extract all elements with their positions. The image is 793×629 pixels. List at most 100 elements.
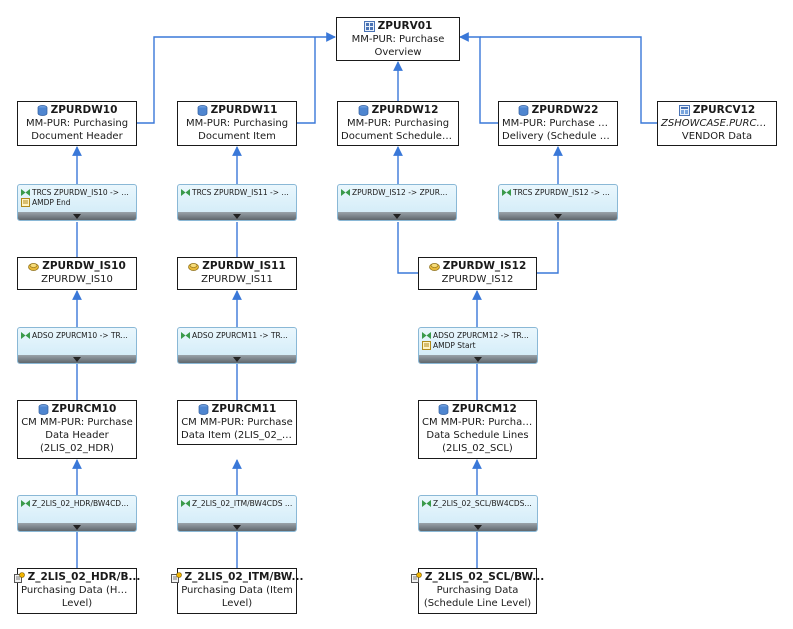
node-desc: Delivery (Schedule Lines) — [502, 131, 617, 142]
transformation-cm10-to-is10[interactable]: ADSO ZPURCM10 -> TRCS ZP... — [17, 327, 137, 364]
transformation-icon — [21, 331, 30, 340]
node-desc: MM-PUR: Purchasing — [25, 118, 129, 129]
node-desc: MM-PUR: Purchase Order — [502, 118, 617, 129]
database-icon — [518, 105, 529, 116]
node-title: ZPURDW11 — [210, 104, 278, 116]
transformation-is12-to-dw22[interactable]: TRCS ZPURDW_IS12 -> ADSO... — [498, 184, 618, 221]
transformation-itm-to-cm11[interactable]: Z_2LIS_02_ITM/BW4CDS -> Z... — [177, 495, 297, 532]
transformation-label: Z_2LIS_02_HDR/BW4CDS -> Z... — [32, 499, 133, 508]
node-desc: CM MM-PUR: Purchase — [21, 417, 133, 428]
node-zpurcm11[interactable]: ZPURCM11 CM MM-PUR: Purchase Data Item (… — [177, 400, 297, 445]
node-zpurcm10[interactable]: ZPURCM10 CM MM-PUR: Purchase Data Header… — [17, 400, 137, 459]
node-zpurdw-is12[interactable]: ZPURDW_IS12 ZPURDW_IS12 — [418, 257, 537, 290]
transformation-hdr-to-cm10[interactable]: Z_2LIS_02_HDR/BW4CDS -> Z... — [17, 495, 137, 532]
chevron-down-icon — [73, 525, 81, 530]
transformation-label: TRCS ZPURDW_IS12 -> ADSO... — [513, 188, 614, 197]
chevron-down-icon — [474, 357, 482, 362]
transformation-is10-to-dw10[interactable]: TRCS ZPURDW_IS10 -> ADSO... AMDP End — [17, 184, 137, 221]
expand-bar[interactable] — [419, 355, 537, 363]
node-title: ZPURV01 — [377, 20, 433, 32]
expand-bar[interactable] — [419, 523, 537, 531]
node-title: ZPURDW10 — [50, 104, 118, 116]
node-title: ZPURCM10 — [51, 403, 117, 415]
transformation-label: TRCS ZPURDW_IS10 -> ADSO... — [32, 188, 133, 197]
node-source-scl[interactable]: Z_2LIS_02_SCL/BW... Purchasing Data (Sch… — [410, 568, 544, 614]
node-desc: Purchasing Data (Header — [21, 585, 136, 596]
database-icon — [358, 105, 369, 116]
node-desc: ZPURDW_IS12 — [441, 274, 514, 285]
transformation-is11-to-dw11[interactable]: TRCS ZPURDW_IS11 -> ADSO... — [177, 184, 297, 221]
node-title: Z_2LIS_02_SCL/BW... — [424, 571, 545, 583]
node-title: ZPURDW12 — [371, 104, 439, 116]
node-title: ZPURCM12 — [452, 403, 517, 415]
transformation-sub: AMDP Start — [433, 341, 476, 350]
node-title: ZPURCV12 — [692, 104, 756, 116]
node-zpurdw-is11[interactable]: ZPURDW_IS11 ZPURDW_IS11 — [177, 257, 297, 290]
node-zpurdw22[interactable]: ZPURDW22 MM-PUR: Purchase Order Delivery… — [498, 101, 618, 146]
node-zpurdw12[interactable]: ZPURDW12 MM-PUR: Purchasing Document Sch… — [337, 101, 459, 146]
expand-bar[interactable] — [499, 212, 617, 220]
node-desc: (Schedule Line Level) — [423, 598, 532, 609]
transformation-cm12-to-is12[interactable]: ADSO ZPURCM12 -> TRCS ZP... AMDP Start — [418, 327, 538, 364]
node-desc: ZPURDW_IS10 — [41, 274, 113, 285]
transformation-label: Z_2LIS_02_ITM/BW4CDS -> Z... — [192, 499, 293, 508]
node-zpurdw10[interactable]: ZPURDW10 MM-PUR: Purchasing Document Hea… — [17, 101, 137, 146]
node-source-hdr[interactable]: Z_2LIS_02_HDR/B... Purchasing Data (Head… — [13, 568, 140, 614]
node-desc: Purchasing Data (Item — [181, 585, 293, 596]
node-desc: Purchasing Data — [436, 585, 519, 596]
node-title: ZPURDW_IS11 — [202, 260, 286, 272]
node-desc: Document Item — [198, 131, 276, 142]
node-zpurdw-is10[interactable]: ZPURDW_IS10 ZPURDW_IS10 — [17, 257, 137, 290]
edge-is12-to-t22 — [536, 222, 559, 274]
transformation-label: TRCS ZPURDW_IS11 -> ADSO... — [192, 188, 293, 197]
database-icon — [38, 404, 49, 415]
expand-bar[interactable] — [18, 212, 136, 220]
node-desc: Data Schedule Lines — [426, 430, 529, 441]
node-title: ZPURDW22 — [531, 104, 599, 116]
node-desc: Overview — [374, 47, 422, 58]
node-zpurcm12[interactable]: ZPURCM12 CM MM-PUR: Purchase Data Schedu… — [418, 400, 537, 459]
node-desc: (2LIS_02_SCL) — [442, 443, 513, 454]
edge-zpurdw10-to-zpurv01 — [136, 32, 336, 124]
transformation-icon — [181, 331, 190, 340]
amdp-icon — [21, 198, 30, 207]
node-title: ZPURDW_IS12 — [442, 260, 527, 272]
database-icon — [197, 105, 208, 116]
transformation-sub: AMDP End — [32, 198, 71, 207]
node-zpurcv12[interactable]: ZPURCV12 ZSHOWCASE.PURCHASI... VENDOR Da… — [657, 101, 777, 146]
expand-bar[interactable] — [18, 355, 136, 363]
expand-bar[interactable] — [178, 355, 296, 363]
transformation-scl-to-cm12[interactable]: Z_2LIS_02_SCL/BW4CDS -> Z... — [418, 495, 538, 532]
node-desc: MM-PUR: Purchasing — [346, 118, 450, 129]
infosource-icon — [428, 261, 440, 272]
transformation-icon — [21, 499, 30, 508]
edge-is12-to-t12 — [397, 222, 418, 274]
expand-bar[interactable] — [18, 523, 136, 531]
expand-bar[interactable] — [178, 212, 296, 220]
node-zpurdw11[interactable]: ZPURDW11 MM-PUR: Purchasing Document Ite… — [177, 101, 297, 146]
edge-zpurdw22-to-zpurv01 — [459, 32, 498, 124]
multiprovider-icon — [363, 21, 375, 32]
transformation-is12-to-dw12[interactable]: ZPURDW_IS12 -> ZPURDW12 — [337, 184, 457, 221]
transformation-label: ADSO ZPURCM10 -> TRCS ZP... — [32, 331, 133, 340]
chevron-down-icon — [233, 214, 241, 219]
transformation-cm11-to-is11[interactable]: ADSO ZPURCM11 -> TRCS ZP... — [177, 327, 297, 364]
transformation-icon — [341, 188, 350, 197]
chevron-down-icon — [474, 525, 482, 530]
node-zpurv01[interactable]: ZPURV01 MM-PUR: Purchase Overview — [336, 17, 460, 61]
node-source-itm[interactable]: Z_2LIS_02_ITM/BW... Purchasing Data (Ite… — [170, 568, 303, 614]
expand-bar[interactable] — [338, 212, 456, 220]
transformation-icon — [422, 499, 431, 508]
transformation-label: Z_2LIS_02_SCL/BW4CDS -> Z... — [433, 499, 534, 508]
node-desc: ZPURDW_IS11 — [201, 274, 273, 285]
composite-provider-icon — [678, 105, 690, 116]
node-title: ZPURDW_IS10 — [42, 260, 126, 272]
node-desc: MM-PUR: Purchase — [351, 34, 445, 45]
expand-bar[interactable] — [178, 523, 296, 531]
chevron-down-icon — [554, 214, 562, 219]
chevron-down-icon — [73, 357, 81, 362]
node-desc: VENDOR Data — [681, 131, 753, 142]
transformation-icon — [181, 188, 190, 197]
node-desc: CM MM-PUR: Purchase — [181, 417, 293, 428]
amdp-icon — [422, 341, 431, 350]
